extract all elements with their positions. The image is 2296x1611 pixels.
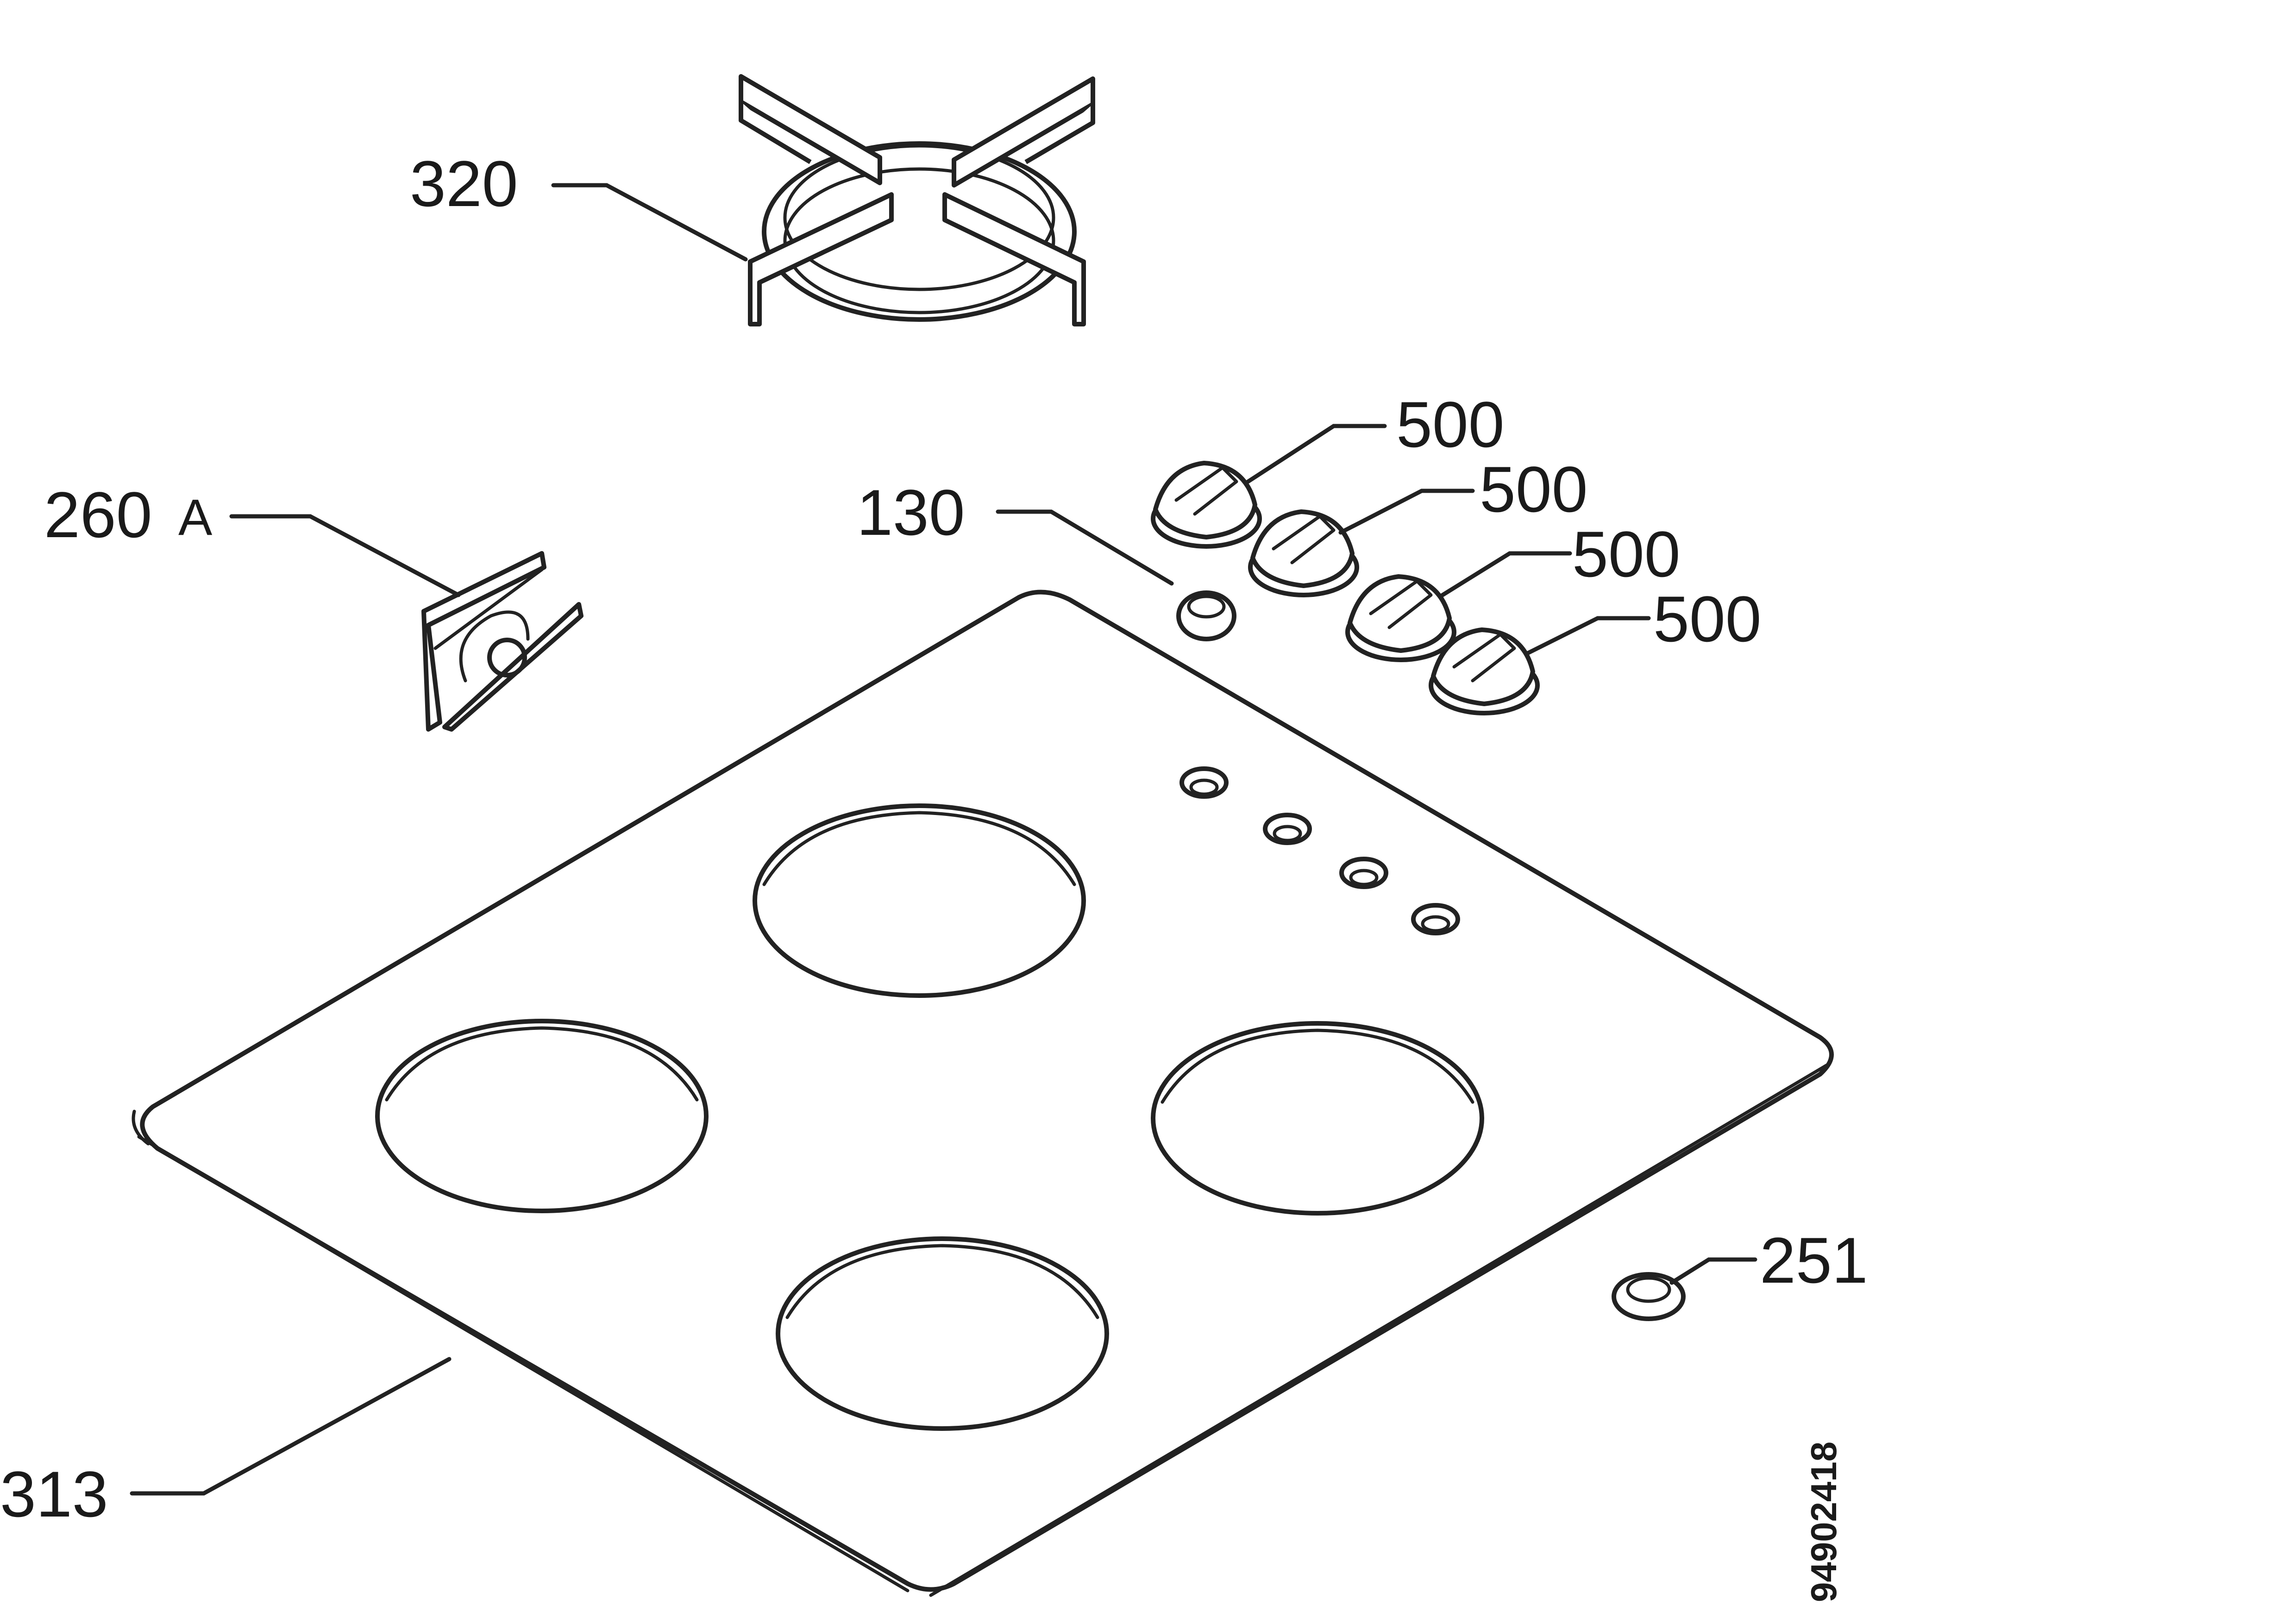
spindle-holes (1179, 766, 1460, 935)
label-knob-4: 500 (1653, 583, 1762, 655)
leader-lines (130, 183, 1757, 1496)
burner-opening-rear (753, 803, 1086, 998)
control-knob-1 (1151, 461, 1262, 549)
label-knob-3: 500 (1572, 518, 1681, 590)
label-bracket: 260 (44, 478, 152, 551)
label-foot: 251 (1760, 1224, 1868, 1297)
burner-opening-front (776, 1236, 1109, 1431)
label-injector: 130 (857, 476, 965, 549)
hob-top-plate (132, 589, 1834, 1597)
label-knob-1: 500 (1396, 388, 1505, 461)
control-knob-4 (1429, 627, 1540, 715)
injector (1176, 590, 1236, 641)
label-bracket-suffix: A (178, 489, 213, 546)
label-pan-support: 320 (410, 147, 518, 220)
label-hob-top: 313 (0, 1458, 108, 1530)
label-knob-2: 500 (1480, 453, 1588, 526)
control-knob-2 (1248, 509, 1359, 597)
bracket (421, 551, 583, 732)
drawing-code: 94902418 (1803, 1442, 1844, 1602)
burner-opening-right (1151, 1021, 1484, 1216)
burner-opening-left (375, 1019, 709, 1213)
control-knob-3 (1345, 574, 1456, 662)
rubber-foot (1612, 1272, 1686, 1321)
pan-support (739, 74, 1095, 326)
